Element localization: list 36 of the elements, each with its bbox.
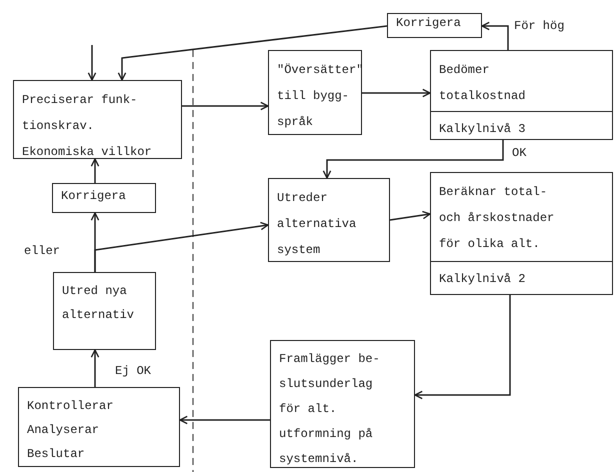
process-box xyxy=(268,178,390,262)
arrow xyxy=(322,140,504,179)
box-text: Utreder alternativa system xyxy=(277,190,356,259)
box-text: Utred nya alternativ xyxy=(62,283,134,324)
arrow xyxy=(414,295,511,400)
box-text: Preciserar funk- tionskrav. Ekonomiska villkor xyxy=(22,92,153,161)
box-text: Kontrollerar Analyserar Beslutar xyxy=(27,398,114,463)
box-text: Beräknar total- och årskostnader för olika alt. xyxy=(439,184,556,253)
arrow xyxy=(390,210,431,221)
box-text: Bedömer totalkostnad xyxy=(439,62,526,105)
calculation-level-text: Kalkylnivå 2 xyxy=(439,271,526,288)
box-text: Korrigera xyxy=(396,16,461,31)
edge-label: För hög xyxy=(512,19,566,33)
process-box xyxy=(53,272,156,350)
arrow xyxy=(179,416,270,424)
process-box xyxy=(18,387,180,467)
arrow xyxy=(481,22,509,50)
process-box xyxy=(430,50,613,140)
arrow xyxy=(94,222,269,272)
process-box xyxy=(52,183,156,213)
arrow xyxy=(90,349,100,387)
box-text: "Översätter" till bygg- språk xyxy=(277,62,363,131)
process-box xyxy=(13,80,182,159)
arrow xyxy=(88,45,96,81)
process-box xyxy=(270,340,415,468)
process-box xyxy=(387,13,482,38)
arrow xyxy=(362,88,431,98)
edge-label: Ej OK xyxy=(113,364,154,378)
box-text: Framlägger be- slutsunderlag för alt. utformning på systemnivå. xyxy=(279,351,381,468)
arrow xyxy=(118,25,388,81)
process-box xyxy=(268,50,362,135)
calculation-level-text: Kalkylnivå 3 xyxy=(439,121,526,138)
arrow xyxy=(182,102,269,110)
arrow xyxy=(90,158,100,183)
box-text: Korrigera xyxy=(61,188,126,205)
process-box xyxy=(430,172,613,295)
